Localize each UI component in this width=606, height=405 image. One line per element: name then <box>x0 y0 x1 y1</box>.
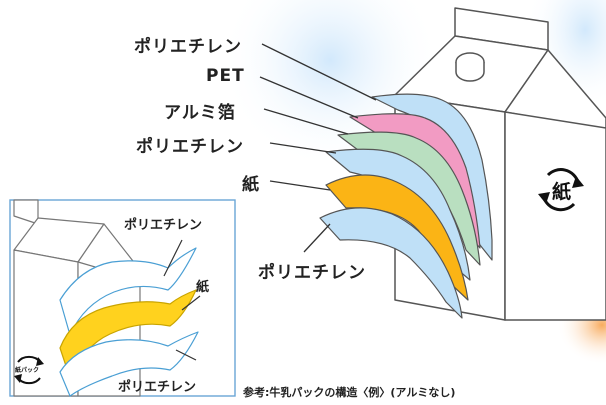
label-polyethylene-outer: ポリエチレン <box>134 37 242 57</box>
layer-paper <box>325 174 469 301</box>
recycle-mark-big-text: 紙 <box>552 181 572 203</box>
leader-lines-inset <box>163 239 201 361</box>
recycle-mark-small-text: 紙パック <box>15 367 40 374</box>
label-pet: PET <box>206 66 245 86</box>
inset-layer-polyethylene-top <box>59 247 197 336</box>
layer-polyethylene-inner <box>319 207 463 319</box>
inset-layers <box>59 247 199 397</box>
label-paper: 紙 <box>242 175 260 195</box>
layers <box>319 93 493 319</box>
label-aluminum-foil: アルミ箔 <box>164 103 236 123</box>
leader-lines-main <box>259 43 377 253</box>
inset-layer-paper <box>59 289 197 379</box>
label-polyethylene-inner: ポリエチレン <box>258 263 366 283</box>
label-polyethylene-mid: ポリエチレン <box>136 137 244 157</box>
inset-label-paper: 紙 <box>196 280 210 295</box>
inset-layer-polyethylene-bottom <box>59 331 199 397</box>
caption: 参考:牛乳パックの構造〈例〉(アルミなし) <box>243 386 456 399</box>
inset-label-polyethylene-bottom: ポリエチレン <box>118 380 197 395</box>
inset-label-polyethylene-top: ポリエチレン <box>124 218 203 233</box>
carton-spout <box>455 52 485 82</box>
